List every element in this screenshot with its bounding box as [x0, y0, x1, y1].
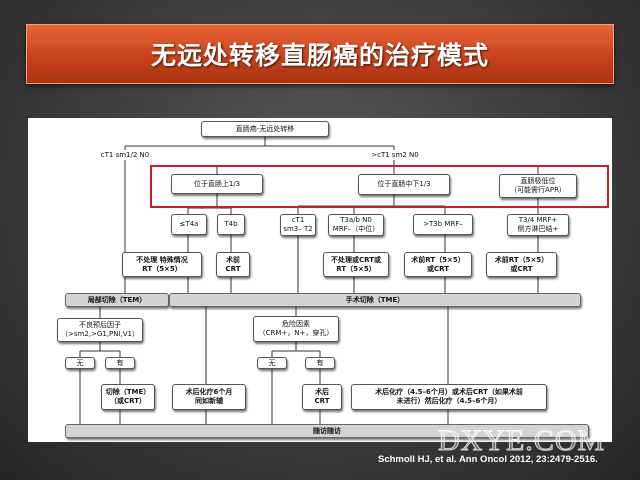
postop-mixed-node: 术后化疗（4.5–6个月）或术后CRT（如果术前 未进行）然后化疗（4.5–6个… [351, 384, 547, 410]
title-banner: 无远处转移直肠癌的治疗模式 [26, 24, 614, 84]
treatment-rt-or-crt-2: 术前RT（5×5） 或CRT [486, 252, 557, 277]
stage-ct1-t2: cT1 sm3– T2 [280, 214, 316, 236]
left-branch-node: cT1 sm1/2 N0 [92, 150, 158, 160]
stage-t3b: >T3b MRF– [413, 214, 473, 235]
slide-title: 无远处转移直肠癌的治疗模式 [150, 41, 489, 70]
resect-tem-node: 切除（TME） （或CRT） [101, 384, 155, 410]
yes-right-node: 有 [305, 357, 335, 369]
yes-left-node: 有 [105, 357, 135, 369]
treatment-no-crt: 不处理或CRT或 RT（5×5） [323, 252, 389, 277]
stage-t34: T3/4 MRF+ 侧方淋巴结+ [507, 214, 569, 236]
adverse-factors-node: 不良预后因子 （>sm2,>G1,PNI,V1） [57, 318, 143, 342]
highlight-frame [150, 165, 609, 208]
treatment-rt-or-crt-1: 术前RT（5×5） 或CRT [404, 252, 472, 277]
local-excision-bar: 局部切除（TEM） [65, 293, 169, 307]
watermark-logo: DXYE.COM [437, 424, 606, 458]
stage-t3ab: T3a/b N0 MRF–（中位） [328, 214, 384, 236]
risk-factors-node: 危险因素 （CRM+，N+，穿孔） [253, 316, 339, 342]
location-mid-low-third: 位于直肠中下1/3 [358, 174, 450, 195]
followup-bar: 随访随访 [65, 424, 589, 438]
no-left-node: 无 [65, 357, 95, 369]
stage-t4a: ≤T4a [171, 214, 207, 235]
location-upper-third: 位于直肠上1/3 [171, 174, 263, 194]
stage-t4b: T4b [217, 214, 245, 235]
no-right-node: 无 [257, 357, 287, 369]
surgery-bar: 手术切除（TME） [169, 293, 581, 307]
location-very-low: 直肠极低位 （可能需行APR） [499, 174, 577, 198]
postop-crt-node: 术后 CRT [302, 384, 342, 410]
right-branch-node: >cT1 sm2 N0 [364, 150, 426, 160]
postop-chemo-node: 术后化疗6个月 同如新辅 [172, 384, 246, 410]
flowchart-panel: 直肠癌-无远处转移 cT1 sm1/2 N0 >cT1 sm2 N0 位于直肠上… [28, 118, 612, 442]
treatment-preop-crt: 术前 CRT [216, 252, 250, 277]
treatment-no-special: 不处理 特殊情况 RT（5×5） [122, 252, 202, 277]
citation-text: Schmoll HJ, et al. Ann Oncol 2012, 23:24… [378, 454, 598, 465]
root-node: 直肠癌-无远处转移 [201, 121, 329, 137]
